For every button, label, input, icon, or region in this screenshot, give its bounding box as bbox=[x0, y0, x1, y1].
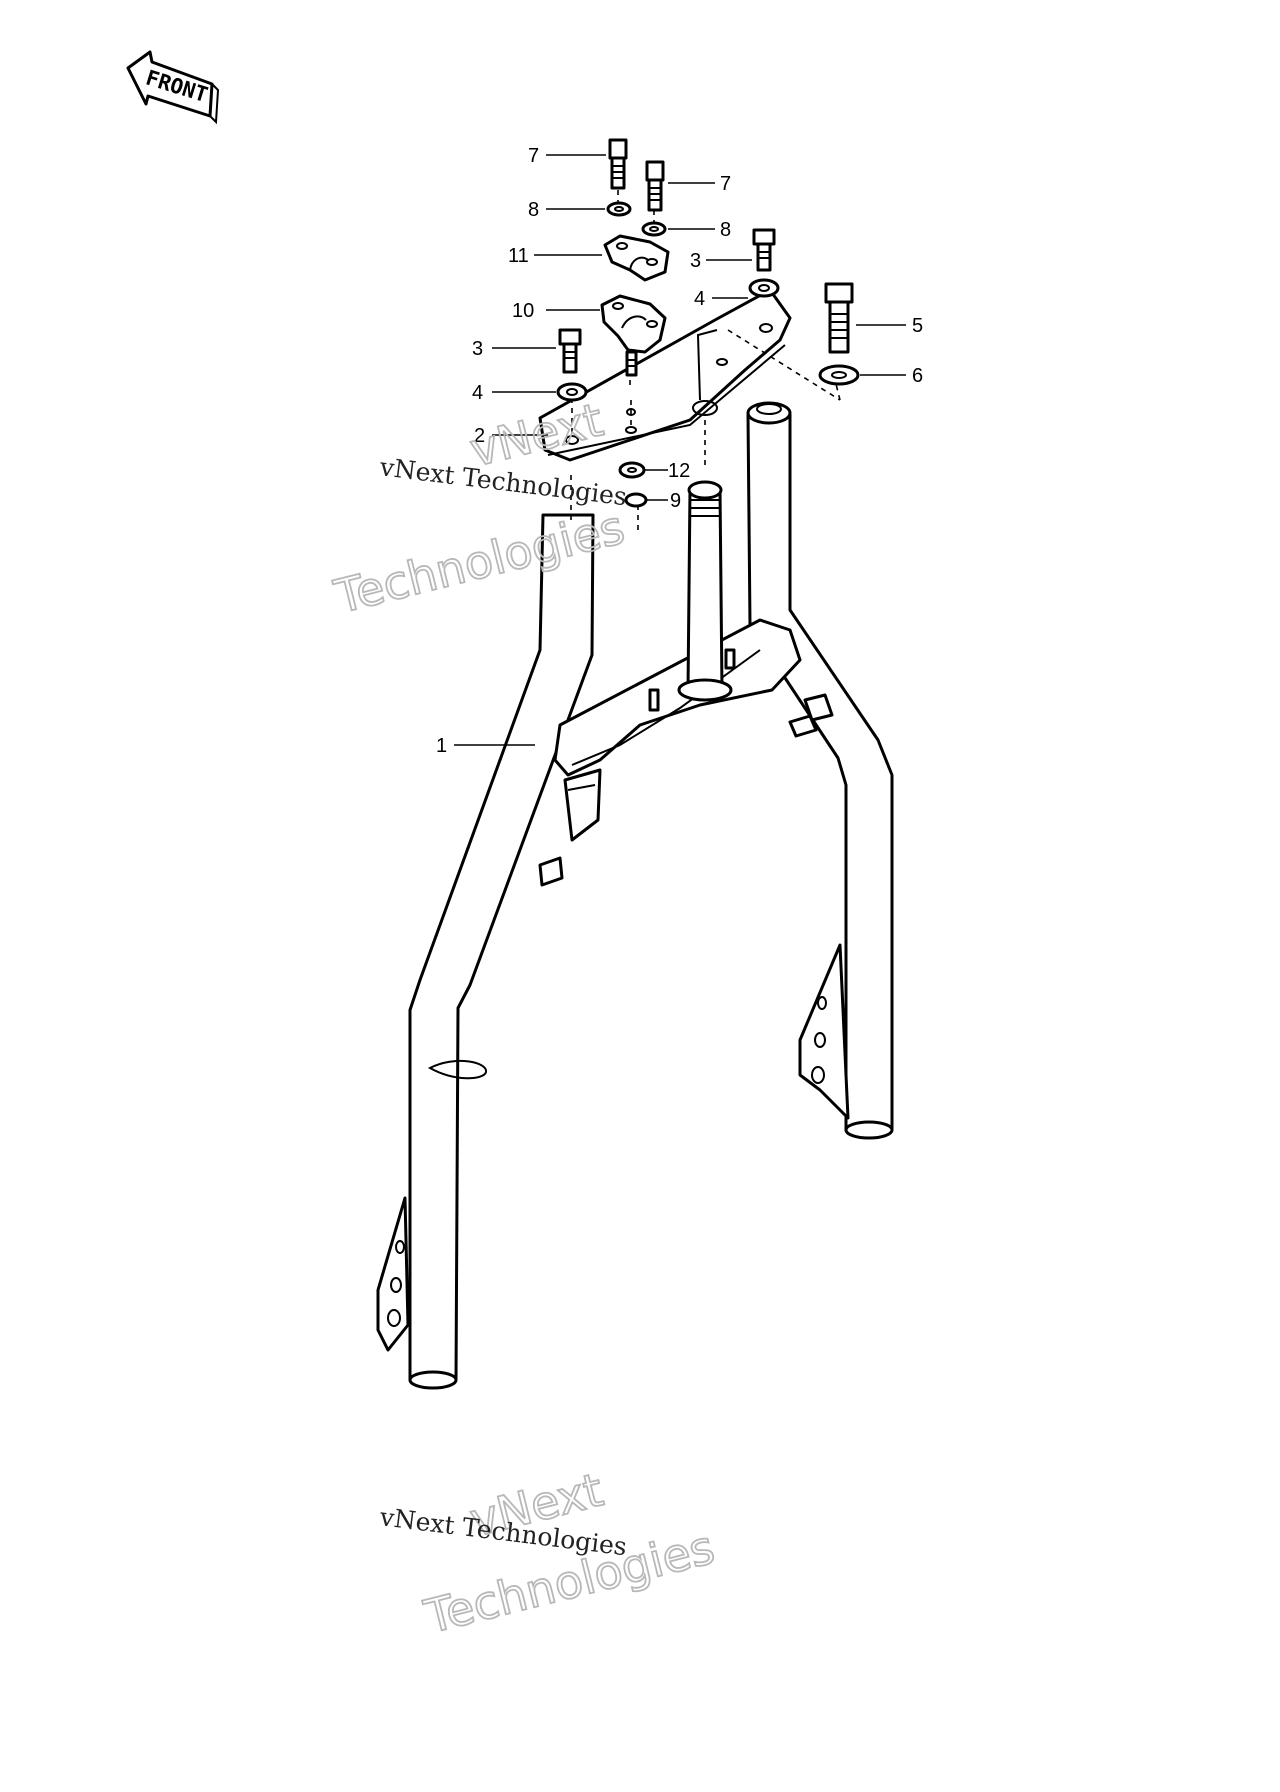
washer-12 bbox=[618, 461, 646, 479]
clamp-11 bbox=[603, 234, 670, 282]
callout-9: 9 bbox=[670, 490, 681, 512]
clamp-10 bbox=[600, 294, 667, 416]
callout-2: 2 bbox=[474, 425, 485, 447]
bolt-5 bbox=[824, 282, 854, 354]
washer-4-left bbox=[556, 382, 588, 402]
callout-10: 10 bbox=[512, 300, 534, 322]
callout-5: 5 bbox=[912, 315, 923, 337]
frame bbox=[376, 401, 894, 1390]
top-bracket bbox=[538, 288, 792, 462]
callout-4-right: 4 bbox=[694, 288, 705, 310]
callout-leaders bbox=[454, 154, 906, 746]
callout-3-left: 3 bbox=[472, 338, 483, 360]
callout-8-right: 8 bbox=[720, 219, 731, 241]
callout-8-left: 8 bbox=[528, 199, 539, 221]
callout-4-left: 4 bbox=[472, 382, 483, 404]
callout-1: 1 bbox=[436, 735, 447, 757]
washer-8-left bbox=[606, 201, 632, 217]
callout-7-left: 7 bbox=[528, 145, 539, 167]
callout-12: 12 bbox=[668, 460, 690, 482]
callout-7-right: 7 bbox=[720, 173, 731, 195]
front-arrow-icon: FRONT bbox=[126, 50, 220, 125]
callouts: 7 7 8 8 11 3 4 10 5 3 6 4 2 12 9 1 bbox=[436, 145, 923, 757]
washer-4-right bbox=[748, 278, 780, 298]
callout-3-right: 3 bbox=[690, 250, 701, 272]
bolt-3-left bbox=[558, 328, 582, 374]
watermark-bottom: vNext Technologies vNext Technologies bbox=[377, 1462, 720, 1645]
callout-11: 11 bbox=[508, 245, 529, 267]
nut-9 bbox=[624, 492, 648, 508]
washer-8-right bbox=[641, 221, 667, 237]
callout-6: 6 bbox=[912, 365, 923, 387]
bolt-7-left bbox=[608, 138, 628, 190]
washer-6 bbox=[818, 364, 860, 386]
bolt-3-right bbox=[752, 228, 776, 272]
bolt-7-right bbox=[645, 160, 665, 212]
